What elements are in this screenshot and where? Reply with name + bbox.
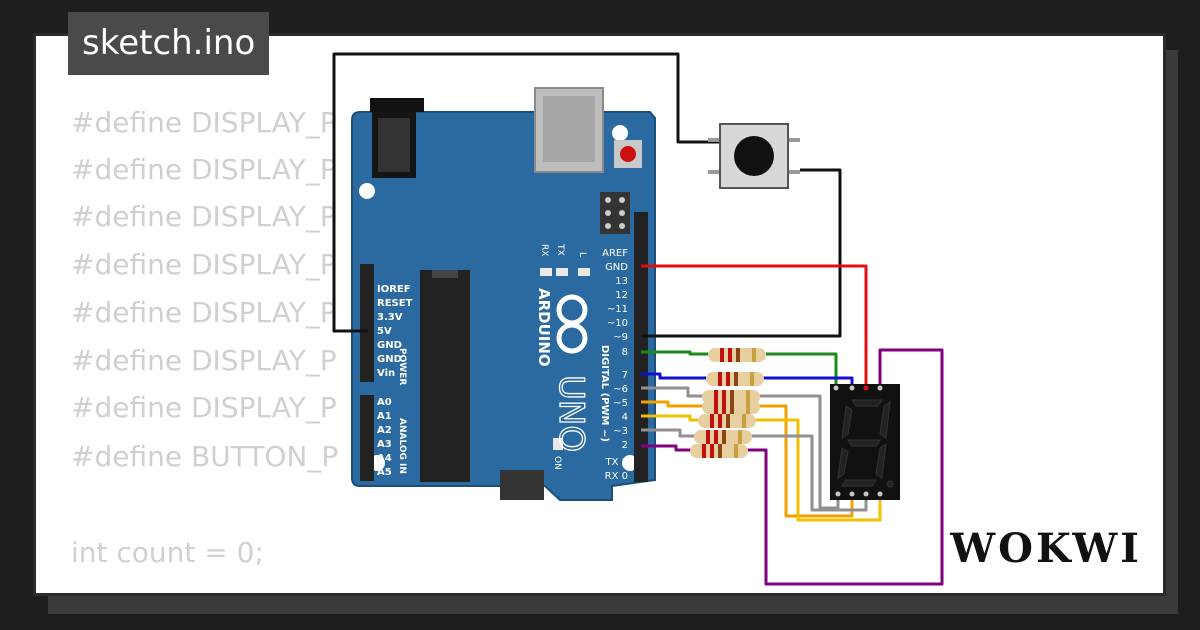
on-led <box>553 438 563 450</box>
pin-label: ~3 <box>613 426 628 437</box>
infinity-logo-icon <box>556 294 588 354</box>
pin-label: ~9 <box>613 332 628 343</box>
pin-label: A4 <box>377 453 392 464</box>
led-label: L <box>577 252 587 257</box>
pin-label: AREF <box>602 248 628 259</box>
tx-led <box>540 268 552 276</box>
pin-label: TX 1 <box>605 457 629 468</box>
pin-label: 5V <box>377 326 392 337</box>
l-led <box>578 268 590 276</box>
resistor-icon <box>708 348 766 362</box>
code-line: #define DISPLAY_P <box>71 200 337 233</box>
reset-button-icon[interactable] <box>614 140 642 168</box>
pin-label: A3 <box>377 439 392 450</box>
seven-segment-display-icon <box>830 384 900 500</box>
icsp-header <box>600 192 630 234</box>
pin-label: A2 <box>377 425 392 436</box>
pin-label: ~11 <box>607 304 628 315</box>
code-line: int count = 0; <box>71 536 264 569</box>
pin-label: GND <box>377 354 402 365</box>
analog-header <box>360 395 374 481</box>
pin-label: Vin <box>377 368 395 379</box>
code-line: #define DISPLAY_P <box>71 248 337 281</box>
pin-label: 8 <box>622 347 628 358</box>
pin-label: ~10 <box>607 318 628 329</box>
pin-label: 7 <box>622 370 628 381</box>
pin-label: RESET <box>377 298 413 309</box>
led-label: TX <box>555 243 565 256</box>
pin-label: 12 <box>615 290 628 301</box>
resistor-icon <box>706 372 764 386</box>
pin-label: 4 <box>622 412 628 423</box>
code-line: #define DISPLAY_P <box>71 106 337 139</box>
on-label: ON <box>552 456 562 470</box>
resistor-icon <box>694 430 752 444</box>
code-line: #define DISPLAY_P <box>71 153 337 186</box>
pin-label: RX 0 <box>605 471 628 482</box>
code-line: #define DISPLAY_P <box>71 296 337 329</box>
mounting-hole <box>359 183 375 199</box>
mounting-hole <box>612 125 628 141</box>
pin-label: 3.3V <box>377 312 403 323</box>
wires <box>332 52 944 586</box>
digital-header <box>634 212 648 482</box>
icsp-header-bottom <box>500 470 544 500</box>
digital-label: DIGITAL (PWM ~) <box>599 345 610 442</box>
uno-logo-text: UNO <box>551 375 591 452</box>
pin-label: GND <box>377 340 402 351</box>
power-label: POWER <box>397 348 407 385</box>
rx-led <box>556 268 568 276</box>
led-label: RX <box>539 244 549 256</box>
arduino-logo-text: ARDUINO <box>535 288 553 367</box>
resistor-icon <box>702 400 760 414</box>
code-line: #define DISPLAY_P <box>71 344 337 377</box>
pin-label: GND <box>605 262 628 273</box>
pin-label: ~6 <box>613 384 628 395</box>
power-jack-icon <box>370 98 424 178</box>
pin-label: A0 <box>377 397 392 408</box>
pin-label: A5 <box>377 467 392 478</box>
pin-label: 2 <box>622 440 628 451</box>
sketch-title: sketch.ino <box>68 12 270 75</box>
pin-label: A1 <box>377 411 392 422</box>
usb-connector-icon <box>534 87 604 173</box>
arduino-uno-board[interactable]: IOREF RESET 3.3V 5V GND GND Vin A0 A1 A2… <box>351 87 656 501</box>
resistor-icon <box>690 444 748 458</box>
power-header <box>360 264 374 382</box>
code-line: #define DISPLAY_P <box>71 391 337 424</box>
resistor-icon <box>698 414 756 428</box>
resistors <box>690 348 766 458</box>
pushbutton-icon[interactable] <box>708 123 800 189</box>
pin-label: ~5 <box>613 398 628 409</box>
microcontroller-chip-icon <box>420 270 470 482</box>
pin-label: 13 <box>615 276 628 287</box>
code-line: #define BUTTON_P <box>71 440 339 473</box>
wokwi-logo: WOKWI <box>950 525 1142 572</box>
analog-label: ANALOG IN <box>397 418 407 474</box>
pin-label: IOREF <box>377 284 411 295</box>
